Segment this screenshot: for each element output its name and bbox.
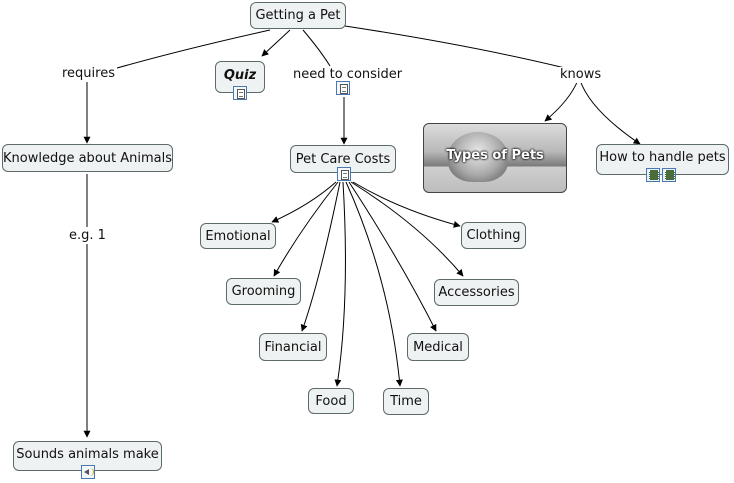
node-label: Types of Pets	[446, 148, 544, 163]
link-line-knows-upper	[344, 25, 566, 69]
link-line-knows-handle	[579, 79, 641, 145]
node-label: Medical	[413, 339, 463, 355]
link-line-time	[345, 181, 403, 387]
node-grooming[interactable]: Grooming	[226, 278, 301, 305]
video-icon[interactable]	[646, 168, 660, 182]
node-emotional[interactable]: Emotional	[200, 223, 276, 249]
node-types-of-pets[interactable]: Types of Pets	[423, 123, 567, 193]
speaker-icon[interactable]	[81, 465, 95, 479]
node-accessories[interactable]: Accessories	[434, 279, 519, 306]
node-label: How to handle pets	[599, 150, 726, 165]
link-line-financial	[300, 181, 341, 332]
link-label-need-to-consider: need to consider	[291, 67, 405, 83]
node-label: Financial	[264, 339, 322, 355]
node-food[interactable]: Food	[308, 388, 354, 414]
document-icon[interactable]	[337, 167, 351, 181]
link-line-need-upper	[302, 29, 331, 67]
link-line-accessories	[350, 181, 464, 277]
node-label: Food	[315, 393, 347, 409]
link-label-eg1: e.g. 1	[67, 228, 108, 244]
node-label: Sounds animals make	[16, 447, 159, 462]
node-time[interactable]: Time	[383, 388, 429, 415]
node-getting-a-pet[interactable]: Getting a Pet	[250, 2, 346, 29]
node-label: Time	[390, 394, 422, 409]
node-clothing[interactable]: Clothing	[461, 222, 526, 249]
node-financial[interactable]: Financial	[259, 333, 327, 361]
link-label-knows: knows	[558, 67, 604, 83]
link-line-clothing	[352, 181, 461, 228]
link-line-medical	[348, 181, 437, 332]
node-pet-care-costs[interactable]: Pet Care Costs	[290, 145, 396, 173]
node-label: Pet Care Costs	[295, 151, 391, 167]
document-icon[interactable]	[336, 81, 350, 95]
node-label: Grooming	[231, 284, 296, 299]
link-line-food	[334, 181, 346, 387]
node-knowledge-about-animals[interactable]: Knowledge about Animals	[2, 144, 173, 172]
link-line-grooming	[273, 181, 339, 277]
node-medical[interactable]: Medical	[407, 333, 469, 361]
link-line-emotional	[271, 181, 337, 223]
dog-photo-icon	[448, 132, 508, 182]
link-line-quiz	[261, 29, 291, 57]
node-label: Accessories	[438, 285, 515, 300]
link-line-requires-upper	[109, 29, 271, 71]
link-label-requires: requires	[60, 66, 117, 82]
node-label: Emotional	[205, 228, 271, 244]
node-label: Clothing	[466, 228, 521, 243]
link-line-knows-types	[544, 79, 579, 122]
video-icon[interactable]	[662, 168, 676, 182]
node-label: Knowledge about Animals	[3, 150, 172, 166]
document-icon[interactable]	[233, 86, 247, 100]
node-label: Getting a Pet	[255, 8, 341, 23]
node-label: Quiz	[223, 68, 257, 83]
